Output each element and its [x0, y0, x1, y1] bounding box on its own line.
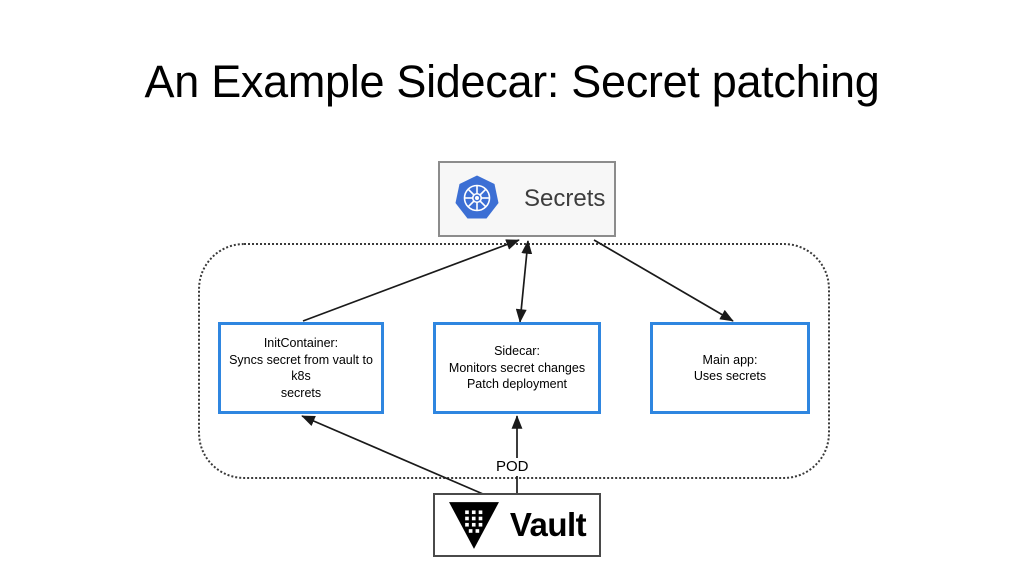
container-label-mainapp: Main app: Uses secrets	[693, 352, 767, 384]
vault-icon	[448, 502, 499, 549]
secrets-node[interactable]: Secrets	[438, 161, 616, 237]
vault-node[interactable]: Vault	[433, 493, 601, 557]
container-label-initcontainer: InitContainer: Syncs secret from vault t…	[229, 336, 373, 400]
secrets-label: Secrets	[524, 185, 606, 212]
vault-label: Vault	[509, 506, 587, 543]
container-label-sidecar: Sidecar: Monitors secret changes Patch d…	[448, 344, 586, 392]
container-box-initcontainer[interactable]: InitContainer: Syncs secret from vault t…	[218, 322, 384, 414]
kubernetes-icon	[455, 175, 499, 219]
container-box-sidecar[interactable]: Sidecar: Monitors secret changes Patch d…	[433, 322, 601, 414]
pod-label: POD	[493, 458, 532, 476]
page-title: An Example Sidecar: Secret patching	[144, 56, 880, 107]
container-box-mainapp[interactable]: Main app: Uses secrets	[650, 322, 810, 414]
